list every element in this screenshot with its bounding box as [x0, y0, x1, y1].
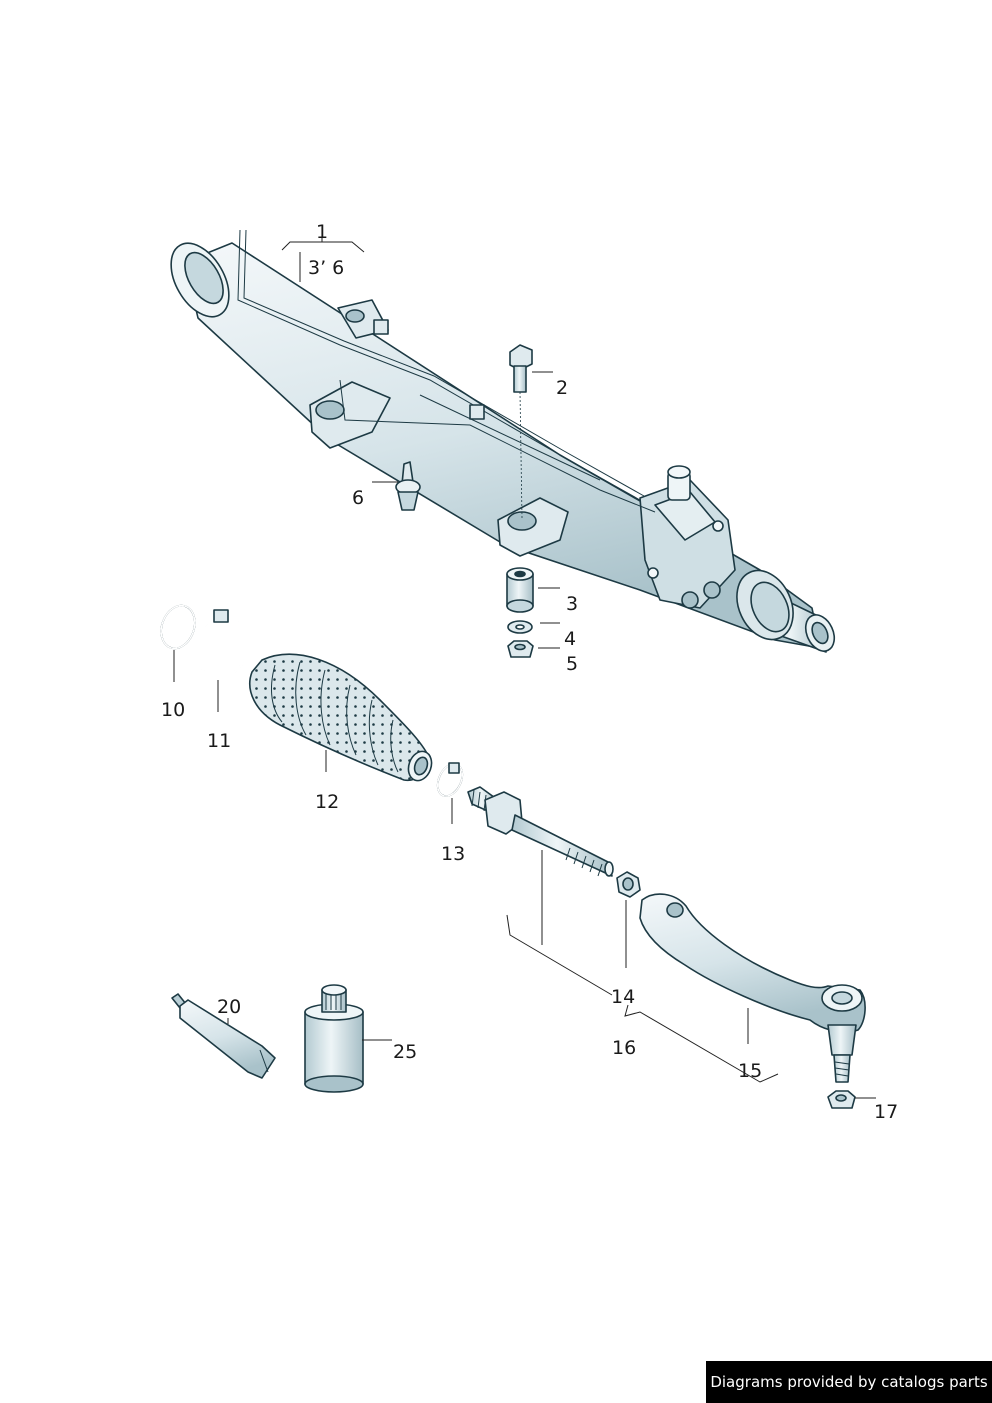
tie-rod-end-part-15	[639, 893, 866, 1083]
nut-part-5	[507, 640, 534, 658]
callout-12: 12	[315, 791, 339, 813]
leader-lines	[173, 228, 876, 1099]
steering-rack-housing	[170, 229, 836, 653]
mounting-bush-part-3	[506, 567, 534, 613]
callout-4: 4	[564, 628, 576, 650]
rubber-boot-part-12	[249, 653, 433, 782]
small-clamp-part-13	[436, 762, 464, 797]
credit-banner: Diagrams provided by catalogs parts	[706, 1361, 992, 1403]
credit-text: Diagrams provided by catalogs parts	[710, 1373, 988, 1391]
callout-16: 16	[612, 1037, 636, 1059]
inner-tie-rod-part-14	[467, 786, 614, 877]
o-ring-part-10	[160, 604, 196, 650]
grease-tube-part-20	[171, 993, 276, 1079]
callout-17: 17	[874, 1101, 898, 1123]
callout-5: 5	[566, 653, 578, 675]
callout-3-6: 3’ 6	[308, 257, 344, 279]
callout-15: 15	[738, 1060, 762, 1082]
bolt-part-2	[509, 344, 533, 519]
callout-11: 11	[207, 730, 231, 752]
callout-25: 25	[393, 1041, 417, 1063]
callout-13: 13	[441, 843, 465, 865]
clamp-part-11	[195, 609, 249, 679]
callout-3: 3	[566, 593, 578, 615]
callout-1: 1	[316, 221, 328, 243]
lock-nut-part-16	[616, 871, 641, 898]
oil-container-part-25	[304, 984, 364, 1093]
callout-6: 6	[352, 487, 364, 509]
callout-20: 20	[217, 996, 241, 1018]
callout-labels: 1 3’ 6 2 6 3 4 5 10 11 12 13 14 16 15 17…	[161, 221, 898, 1123]
washer-part-4	[507, 620, 533, 634]
nut-part-17	[827, 1090, 856, 1109]
clip-part-6	[395, 461, 421, 511]
callout-2: 2	[556, 377, 568, 399]
callout-10: 10	[161, 699, 185, 721]
callout-14: 14	[611, 986, 635, 1008]
